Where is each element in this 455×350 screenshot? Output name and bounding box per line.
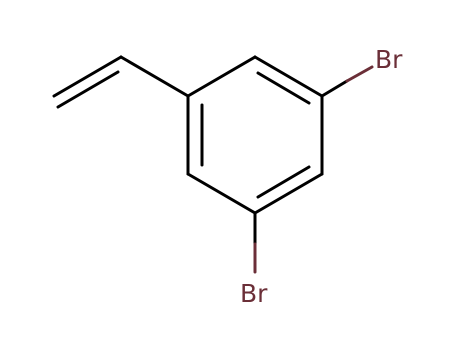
vinyl-double-bond-inner — [56, 70, 120, 109]
c-br-bond — [345, 65, 374, 83]
atom-label-br-top: Br — [375, 45, 403, 74]
ring-double-bond-inner — [256, 71, 311, 105]
atom-labels: Br Br — [240, 45, 403, 308]
ring-bond — [253, 55, 324, 98]
vinyl-double-bond — [52, 55, 123, 98]
ring-bond — [186, 172, 257, 215]
atom-label-br-bottom: Br — [240, 279, 268, 308]
ring-double-bond-inner — [256, 165, 311, 199]
c-br-bond — [320, 79, 349, 98]
vinyl-single-bond — [119, 55, 190, 98]
ring-bond — [253, 172, 324, 215]
ring-bond — [186, 55, 257, 98]
bonds — [52, 55, 374, 274]
